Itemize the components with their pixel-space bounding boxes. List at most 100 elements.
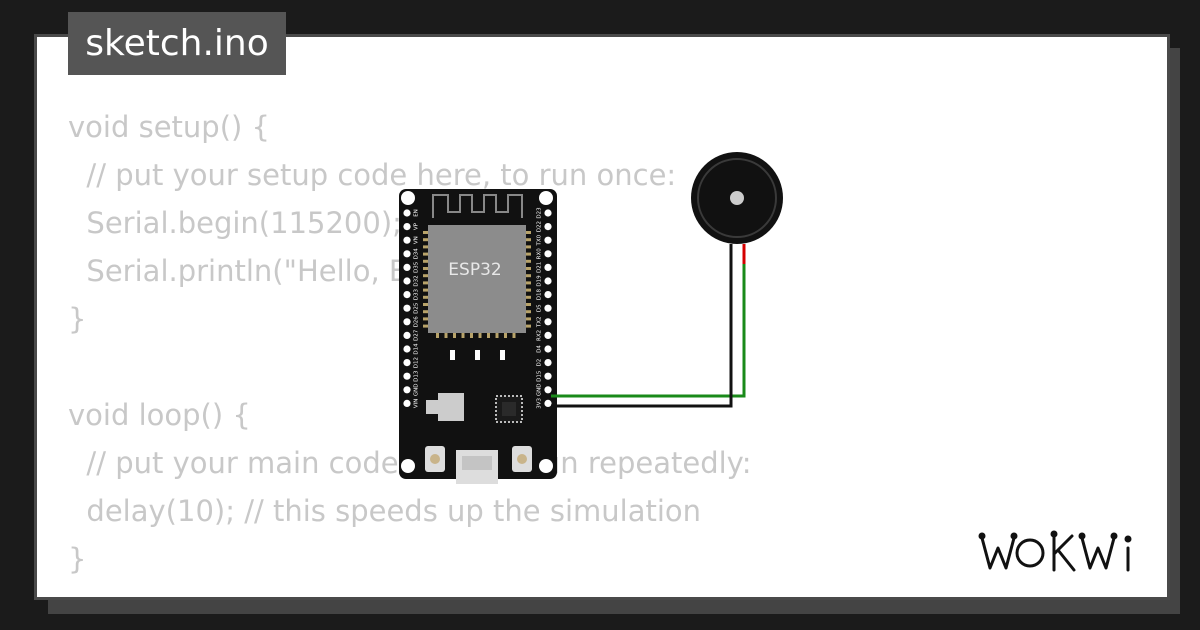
chip-pin xyxy=(423,252,429,256)
logo-dot xyxy=(1050,530,1058,538)
pin-hole-d32[interactable] xyxy=(403,277,411,285)
pin-hole-tx2[interactable] xyxy=(544,318,552,326)
pin-hole-vn[interactable] xyxy=(403,236,411,244)
chip-pin xyxy=(423,295,429,299)
chip-pin xyxy=(525,303,531,306)
logo-letter xyxy=(980,536,1016,570)
pin-hole-d19[interactable] xyxy=(544,277,552,285)
chip-pin xyxy=(525,310,531,314)
pin-label: VP xyxy=(414,222,420,230)
chip-pin xyxy=(525,267,531,270)
antenna-trace xyxy=(432,194,523,218)
chip-pin xyxy=(423,267,429,270)
pin-hole-d18[interactable] xyxy=(544,291,552,299)
mount-hole xyxy=(401,459,415,473)
chip-pin xyxy=(478,332,482,338)
pin-hole-d22[interactable] xyxy=(544,223,552,231)
chip-pin xyxy=(487,332,490,338)
sketch-card xyxy=(34,34,1170,600)
pin-label: D32 xyxy=(414,275,420,286)
pin-hole-3v3[interactable] xyxy=(544,399,552,407)
micro-usb-inner xyxy=(462,456,492,470)
chip-pin xyxy=(423,324,429,328)
pin-hole-tx0[interactable] xyxy=(544,236,552,244)
pin-hole-d35[interactable] xyxy=(403,263,411,271)
esp32-board[interactable]: ESP32 ENVPVND34D35D32D33D25D26D27D14D12D… xyxy=(399,189,557,484)
logo-letter xyxy=(1052,534,1076,572)
pin-hole-rx0[interactable] xyxy=(544,250,552,258)
chip-pin xyxy=(423,281,429,285)
pad xyxy=(475,350,480,360)
pin-hole-d12[interactable] xyxy=(403,359,411,367)
regulator-tab xyxy=(426,400,438,414)
pin-hole-d13[interactable] xyxy=(403,372,411,380)
chip-pin xyxy=(525,295,531,299)
mount-hole xyxy=(539,191,553,205)
chip-pin xyxy=(444,332,448,338)
code-line: delay(10); // this speeds up the simulat… xyxy=(68,494,702,528)
chip-pin xyxy=(470,332,473,338)
chip-pin xyxy=(525,231,531,234)
logo-letter xyxy=(1080,536,1116,570)
pin-label: D15 xyxy=(537,370,543,382)
pin-label: VIN xyxy=(414,399,420,409)
chip-pin xyxy=(423,288,429,292)
pin-label: D34 xyxy=(414,248,420,260)
logo-dot xyxy=(1124,535,1132,543)
pin-hole-d33[interactable] xyxy=(403,291,411,299)
pin-hole-d34[interactable] xyxy=(403,250,411,258)
code-line: } xyxy=(68,542,87,576)
code-line: void loop() { xyxy=(68,398,251,432)
chip-pin xyxy=(525,238,531,242)
chip-pin xyxy=(436,332,439,338)
pin-hole-d26[interactable] xyxy=(403,318,411,326)
chip-pin xyxy=(461,332,465,338)
pin-label: RX2 xyxy=(537,330,543,341)
pin-label: D26 xyxy=(414,316,420,328)
pin-label: D27 xyxy=(414,329,420,341)
mount-hole xyxy=(539,459,553,473)
code-line: Serial.begin(115200); xyxy=(68,206,402,240)
pin-hole-d5[interactable] xyxy=(544,304,552,312)
voltage-regulator xyxy=(438,393,464,421)
pin-label: TX0 xyxy=(537,234,543,246)
pin-label: D5 xyxy=(537,304,543,312)
buzzer[interactable] xyxy=(691,152,783,264)
chip-pin xyxy=(504,332,507,338)
pin-hole-en[interactable] xyxy=(403,209,411,217)
pin-hole-vin[interactable] xyxy=(403,399,411,407)
pin-hole-gnd[interactable] xyxy=(544,386,552,394)
pin-label: D4 xyxy=(537,345,543,353)
pin-label: D2 xyxy=(537,359,543,367)
pin-label: EN xyxy=(414,209,420,217)
pin-hole-d2[interactable] xyxy=(544,359,552,367)
chip-pin xyxy=(423,274,429,278)
logo-letter xyxy=(1015,538,1045,568)
pin-label: D25 xyxy=(414,302,420,314)
pin-label: D19 xyxy=(537,275,543,287)
pin-hole-d27[interactable] xyxy=(403,331,411,339)
pin-hole-vp[interactable] xyxy=(403,223,411,231)
pin-label: D21 xyxy=(537,262,543,273)
pin-hole-d21[interactable] xyxy=(544,263,552,271)
pin-hole-d4[interactable] xyxy=(544,345,552,353)
chip-pins xyxy=(423,231,531,338)
pin-hole-d14[interactable] xyxy=(403,345,411,353)
chip-pin xyxy=(525,252,531,256)
pin-label: D33 xyxy=(414,288,420,300)
file-name-tab[interactable]: sketch.ino xyxy=(68,12,286,75)
logo-dot xyxy=(978,532,986,540)
pin-label: D35 xyxy=(414,261,420,273)
pin-hole-rx2[interactable] xyxy=(544,331,552,339)
pin-hole-gnd[interactable] xyxy=(403,386,411,394)
pin-hole-d23[interactable] xyxy=(544,209,552,217)
pin-hole-d15[interactable] xyxy=(544,372,552,380)
chip-pin xyxy=(453,332,456,338)
chip-pin xyxy=(423,310,429,314)
code-line: // put your setup code here, to run once… xyxy=(68,158,677,192)
buzzer-ring xyxy=(697,158,777,238)
pin-hole-d25[interactable] xyxy=(403,304,411,312)
wokwi-logo[interactable] xyxy=(978,528,1150,576)
chip-label: ESP32 xyxy=(448,260,501,280)
